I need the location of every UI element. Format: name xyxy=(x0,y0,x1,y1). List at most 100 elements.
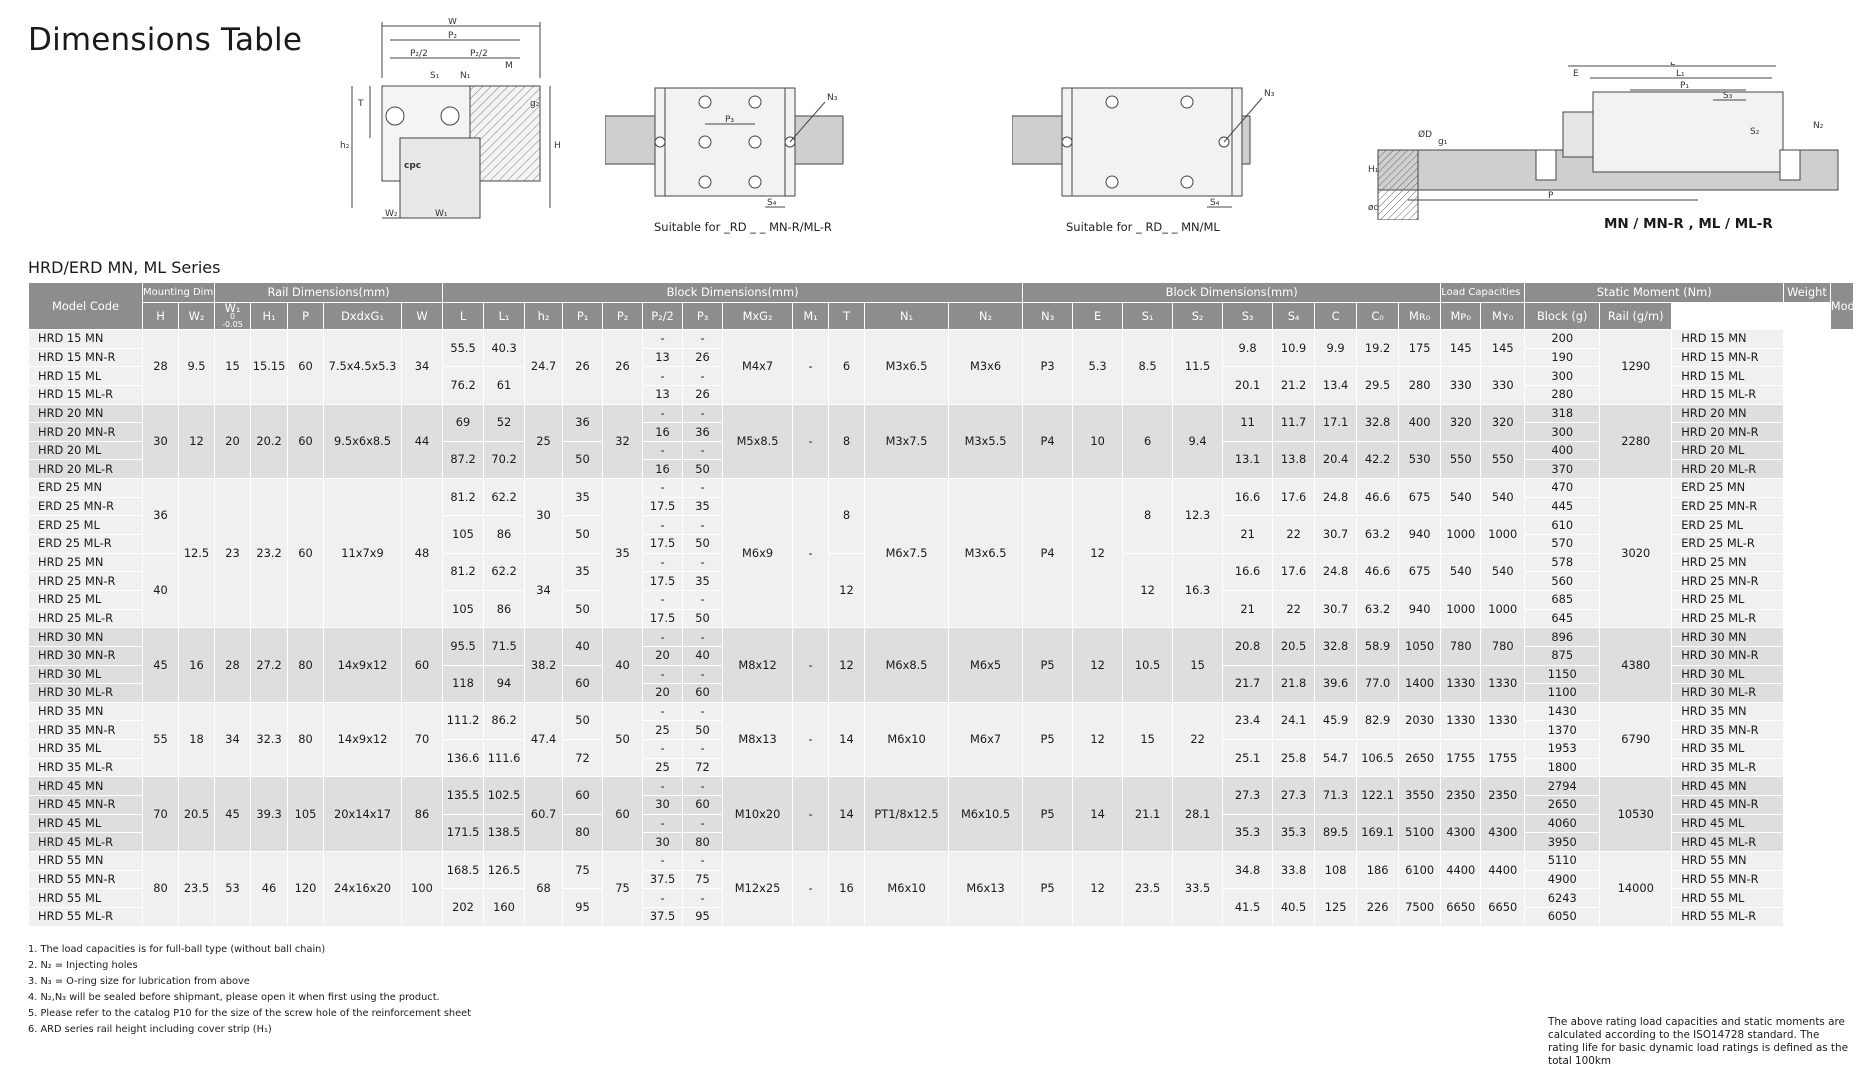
table-cell: HRD 15 MN xyxy=(1671,329,1785,349)
table-cell: HRD 55 MN-R xyxy=(28,869,143,890)
fig-label: P xyxy=(1548,191,1554,201)
table-cell: 7500 xyxy=(1398,888,1442,927)
side-view-r-caption: Suitable for _RD _ _ MN-R/ML-R xyxy=(654,220,832,234)
table-cell: 41.5 xyxy=(1222,888,1274,927)
table-cell: 33.5 xyxy=(1172,850,1224,927)
table-cell: 400 xyxy=(1398,403,1442,442)
table-cell: 87.2 xyxy=(442,440,485,480)
side-view-svg: N₃ S₄ xyxy=(1012,87,1275,208)
table-cell: 168.5 xyxy=(442,850,485,890)
table-cell: 68 xyxy=(524,850,564,927)
table-cell: 17.6 xyxy=(1272,552,1316,591)
table-cell: 23.4 xyxy=(1222,701,1274,741)
top-view-drawing: E L L₁ P₁ S₃ S₂ N₂ ØD g₁ H₁ ød P xyxy=(1368,62,1846,220)
table-cell: HRD 30 MN xyxy=(1671,627,1785,647)
table-cell: 25 xyxy=(642,757,684,778)
header-block: Block Dimensions(mm) xyxy=(442,282,1024,303)
table-cell: 300 xyxy=(1524,366,1601,386)
fig-label: L xyxy=(1670,62,1675,68)
fig-label: H₁ xyxy=(1368,165,1379,175)
column-header: DxdxG₁ xyxy=(323,302,403,330)
table-cell: - xyxy=(792,776,830,852)
column-header: N₃ xyxy=(1022,302,1074,330)
table-cell: 25 xyxy=(642,720,684,741)
table-cell: 1370 xyxy=(1524,720,1601,741)
table-cell: 1000 xyxy=(1440,515,1482,554)
header-block-2: Block Dimensions(mm) xyxy=(1022,282,1442,303)
table-cell: 35 xyxy=(602,478,644,629)
table-cell: P5 xyxy=(1022,776,1074,852)
table-cell: HRD 45 MN-R xyxy=(1671,795,1785,815)
fig-label: S₄ xyxy=(1210,198,1220,208)
table-cell: 72 xyxy=(562,739,604,778)
table-cell: 1953 xyxy=(1524,739,1601,759)
table-cell: HRD 25 ML xyxy=(1671,589,1785,610)
table-cell: 6 xyxy=(1122,403,1174,480)
fig-label: W₂ xyxy=(385,209,398,219)
table-cell: 16 xyxy=(828,850,866,927)
table-cell: 125 xyxy=(1314,888,1358,927)
table-cell: 40 xyxy=(142,552,179,629)
table-cell: 12 xyxy=(1072,850,1124,927)
table-cell: 22 xyxy=(1272,589,1316,629)
table-cell: 3950 xyxy=(1524,832,1601,852)
top-view-svg: E L L₁ P₁ S₃ S₂ N₂ ØD g₁ H₁ ød P xyxy=(1368,62,1839,220)
column-header: W₂ xyxy=(177,302,216,330)
table-cell: 318 xyxy=(1524,403,1601,424)
table-cell: HRD 45 MN xyxy=(28,776,143,797)
table-cell: 50 xyxy=(602,701,644,778)
table-cell: HRD 20 ML-R xyxy=(1671,459,1785,480)
table-cell: HRD 45 ML xyxy=(28,813,143,834)
table-cell: - xyxy=(642,552,684,573)
table-cell: 20.2 xyxy=(250,403,289,480)
table-cell: 138.5 xyxy=(483,813,526,852)
table-cell: 40.3 xyxy=(483,328,526,368)
table-cell: ERD 25 ML-R xyxy=(1671,534,1785,554)
table-cell: 30 xyxy=(642,832,684,852)
table-cell: 16.3 xyxy=(1172,552,1224,629)
table-cell: HRD 35 MN-R xyxy=(1671,720,1785,741)
table-cell: M3x6.5 xyxy=(864,329,950,405)
disclaimer: The above rating load capacities and sta… xyxy=(1548,1016,1848,1067)
table-cell: 675 xyxy=(1398,552,1442,591)
table-cell: 60 xyxy=(602,776,644,852)
table-cell: 63.2 xyxy=(1356,515,1400,554)
table-cell: HRD 35 ML xyxy=(1671,739,1785,759)
table-cell: 26 xyxy=(682,347,724,368)
header-load: Load Capacities (KN) xyxy=(1440,282,1526,303)
table-cell: 40 xyxy=(602,627,644,703)
table-cell: 37.5 xyxy=(642,906,684,927)
table-cell: - xyxy=(682,888,724,908)
table-cell: 63.2 xyxy=(1356,589,1400,629)
table-cell: 280 xyxy=(1524,384,1601,405)
table-cell: HRD 55 ML xyxy=(1671,888,1785,908)
table-cell: M6x13 xyxy=(948,850,1024,927)
table-cell: P5 xyxy=(1022,850,1074,927)
table-cell: 20 xyxy=(642,645,684,666)
table-cell: 20x14x17 xyxy=(323,776,403,852)
table-cell: 610 xyxy=(1524,515,1601,536)
table-cell: 200 xyxy=(1524,329,1601,349)
table-cell: 2350 xyxy=(1480,776,1526,815)
table-cell: 46.6 xyxy=(1356,478,1400,517)
table-cell: 540 xyxy=(1480,552,1526,591)
table-cell: 86 xyxy=(483,589,526,629)
table-cell: 45 xyxy=(142,627,179,703)
table-cell: 80 xyxy=(562,813,604,852)
table-cell: M8x13 xyxy=(722,701,794,778)
table-cell: 37.5 xyxy=(642,869,684,890)
table-cell: - xyxy=(682,739,724,759)
fig-label: ØD xyxy=(1418,129,1432,140)
table-cell: 21.1 xyxy=(1122,776,1174,852)
table-cell: M5x8.5 xyxy=(722,403,794,480)
table-cell: 11.7 xyxy=(1272,403,1316,442)
table-cell: 540 xyxy=(1480,478,1526,517)
table-cell: 4900 xyxy=(1524,869,1601,890)
